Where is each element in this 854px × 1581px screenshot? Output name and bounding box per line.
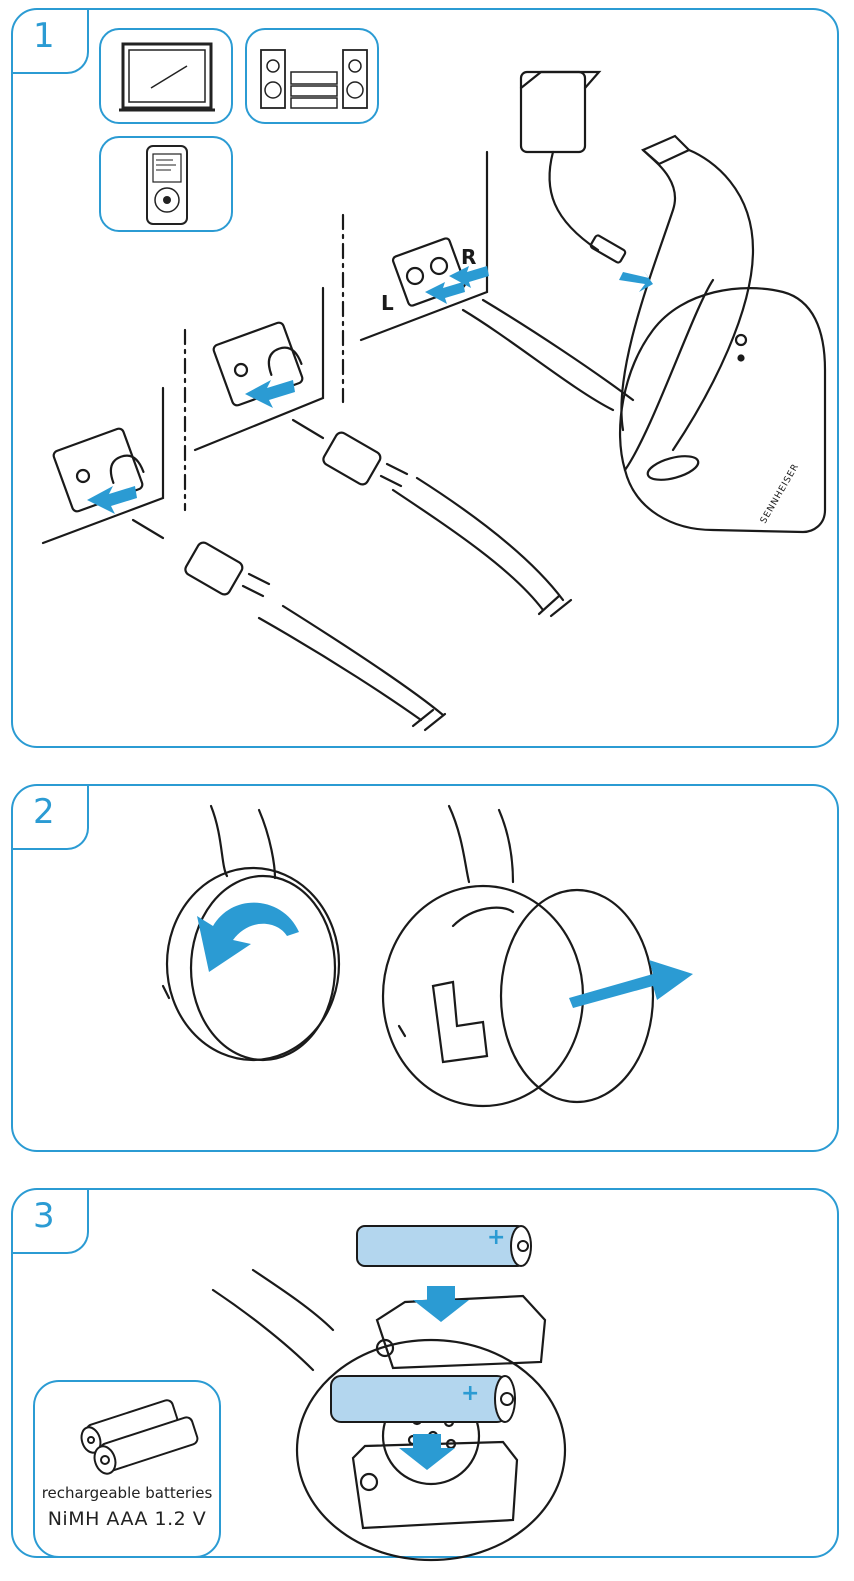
step-1-tab: 1 xyxy=(11,8,89,74)
aaa-batteries-icon xyxy=(80,1399,199,1475)
jack-left-label: L xyxy=(381,291,394,315)
step-3-panel: 3 + xyxy=(11,1188,839,1562)
battery-plus-sign: + xyxy=(461,1381,479,1406)
connection-illustration: L R SENNHEISER xyxy=(41,70,827,732)
stereo-thumbnail xyxy=(245,28,379,124)
battery-top: + xyxy=(356,1225,532,1267)
battery-spec-box: rechargeable batteries NiMH AAA 1.2 V xyxy=(33,1380,221,1558)
insert-arrow-icon xyxy=(413,1286,469,1322)
step-3-tab: 3 xyxy=(11,1188,89,1254)
battery-caption-spec: NiMH AAA 1.2 V xyxy=(47,1508,207,1530)
stereo-system-icon xyxy=(260,49,368,109)
jack-right-label: R xyxy=(461,245,476,269)
battery-insert-illustration: + + xyxy=(211,1225,567,1562)
earcup-open-illustration xyxy=(161,804,693,1108)
step-2-panel: 2 xyxy=(11,784,839,1152)
step-number: 1 xyxy=(33,16,55,56)
insert-arrow-icon xyxy=(399,1434,455,1470)
battery-bottom: + xyxy=(330,1375,516,1423)
rotate-arrow-icon xyxy=(197,902,299,972)
step-number: 2 xyxy=(33,792,55,832)
mp3-player-icon xyxy=(146,145,188,225)
step-2-tab: 2 xyxy=(11,784,89,850)
mp3-thumbnail xyxy=(99,136,233,232)
step-1-panel: 1 xyxy=(11,8,839,748)
battery-caption-type: rechargeable batteries xyxy=(41,1484,213,1502)
brand-logo: SENNHEISER xyxy=(759,462,801,526)
step-number: 3 xyxy=(33,1196,55,1236)
battery-plus-sign: + xyxy=(487,1225,505,1250)
pull-arrow-icon xyxy=(569,960,693,1008)
tv-thumbnail xyxy=(99,28,233,124)
tv-icon xyxy=(119,42,215,112)
